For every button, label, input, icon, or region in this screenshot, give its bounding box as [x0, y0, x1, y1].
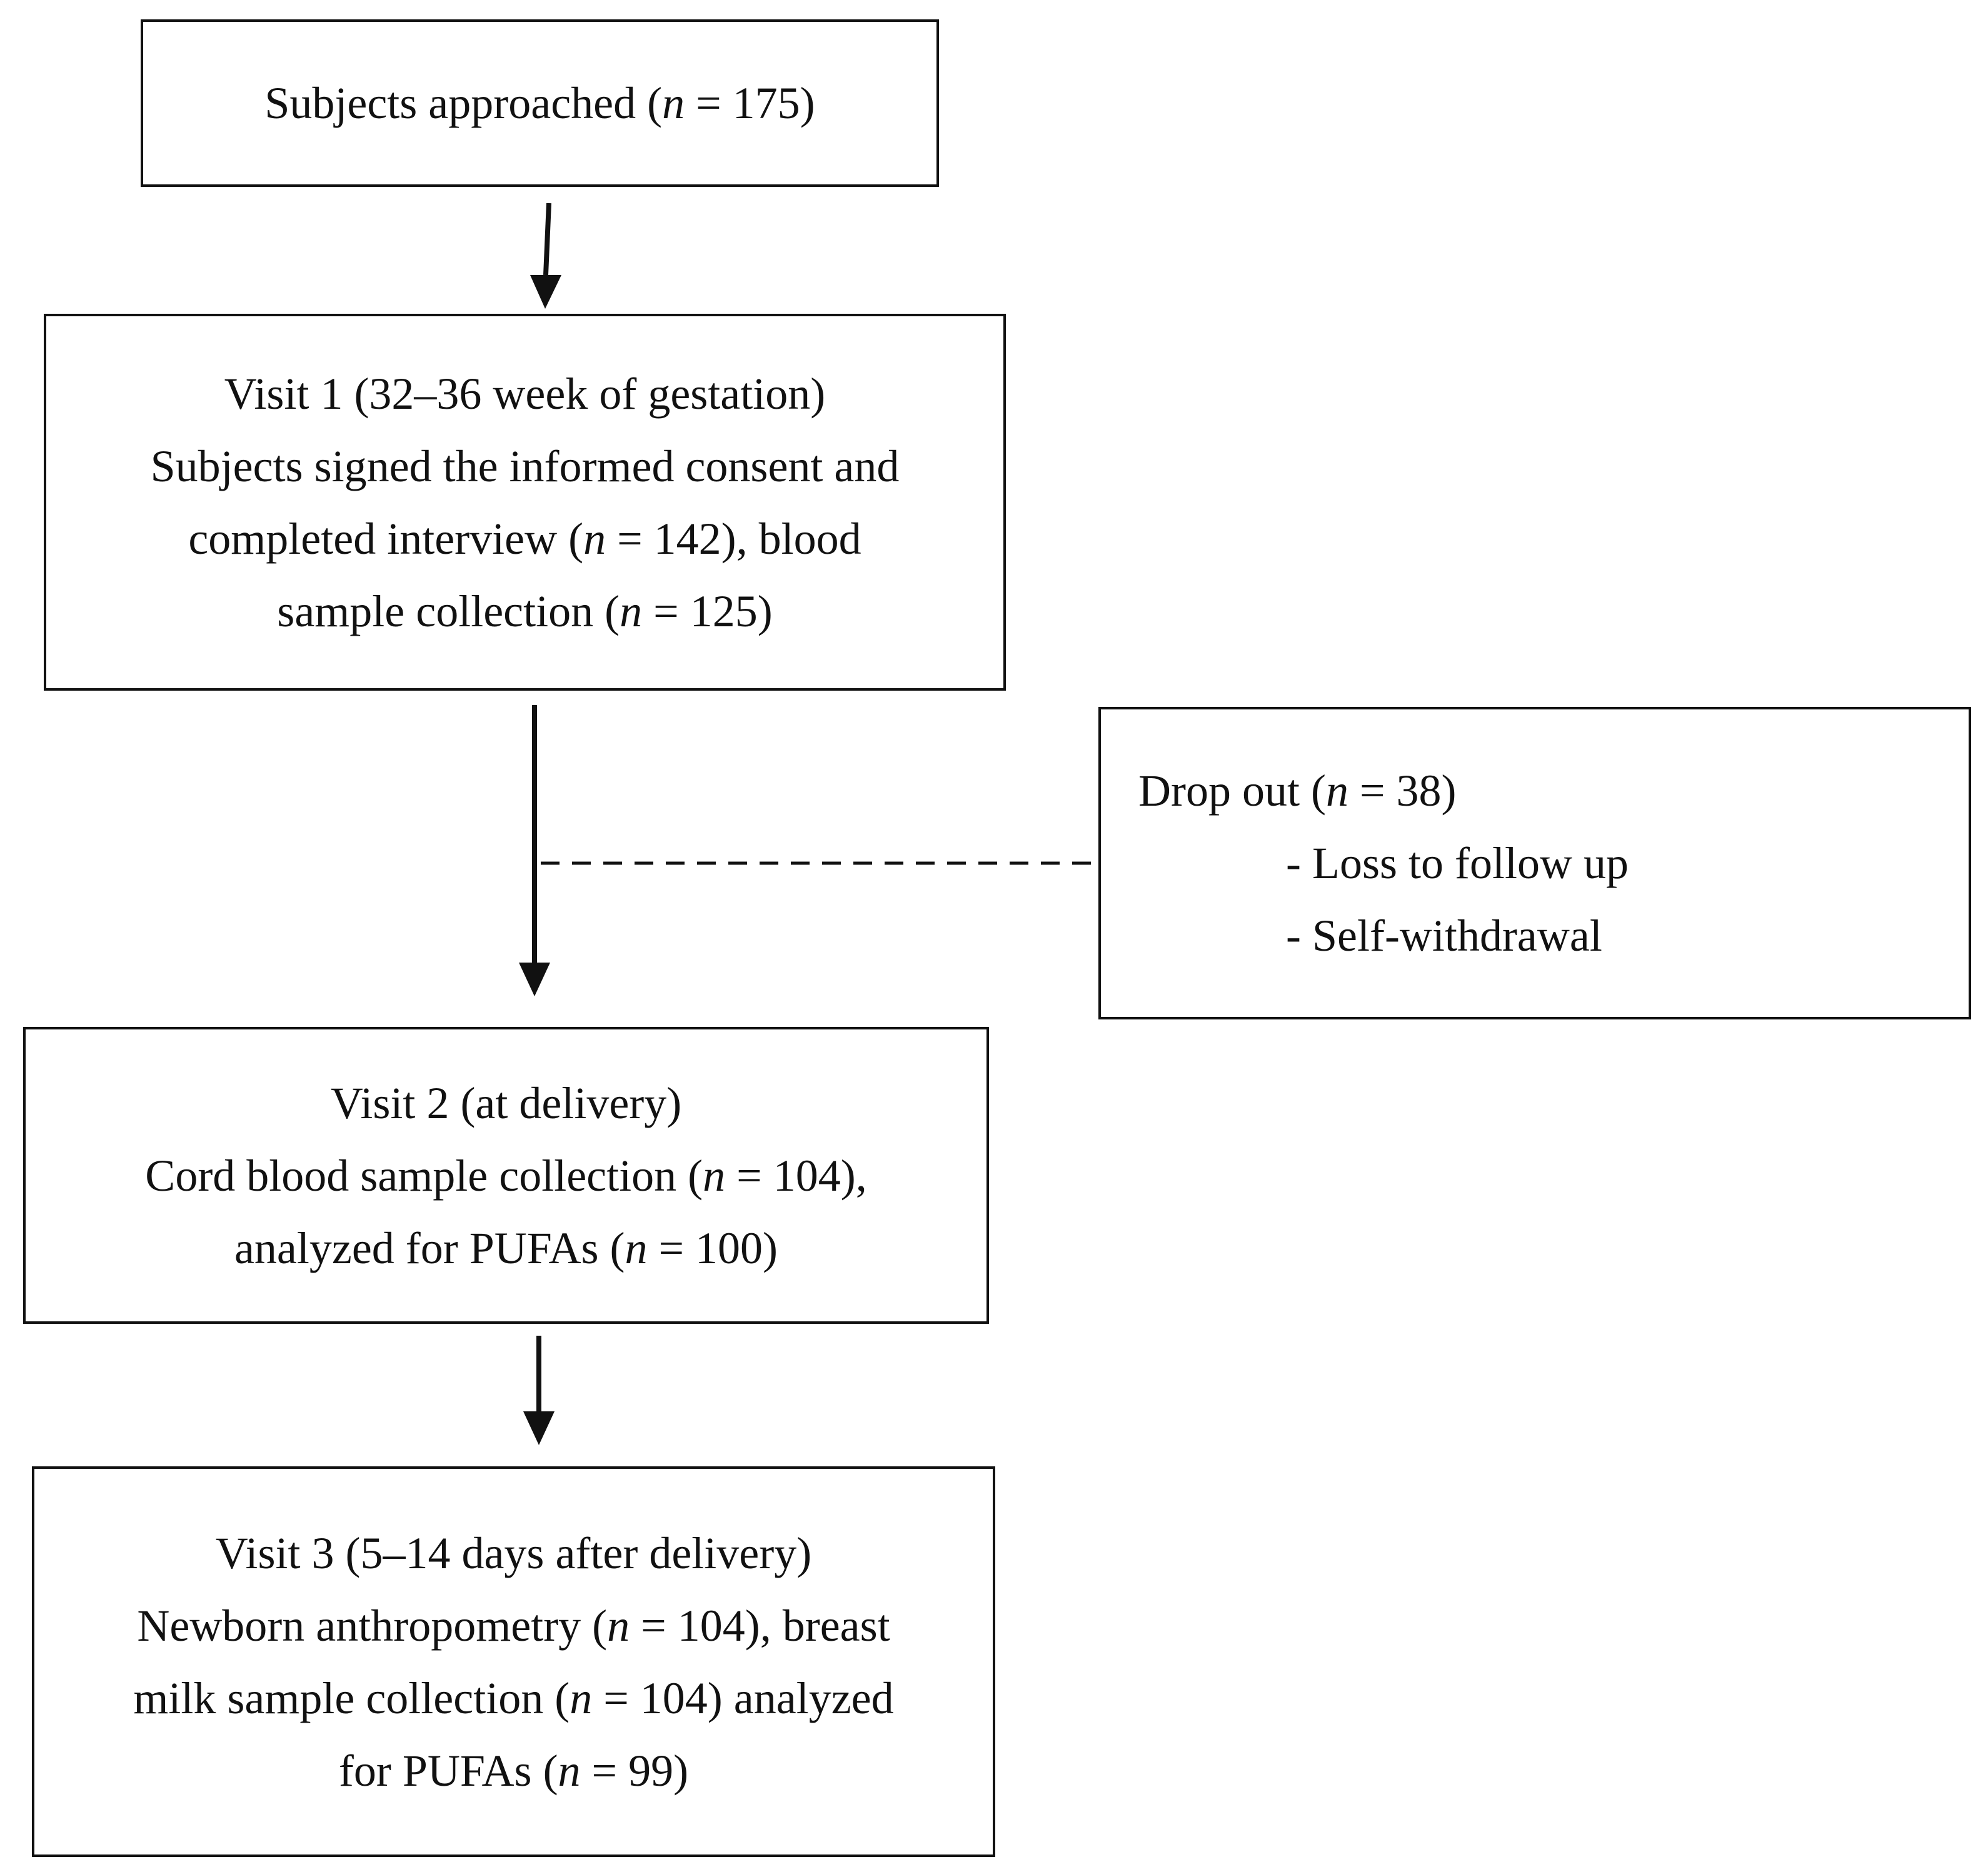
box-visit-3: Visit 3 (5–14 days after delivery) Newbo… — [32, 1466, 995, 1857]
visit3-line-1: Newborn anthropometry (n = 104), breast — [137, 1600, 890, 1651]
visit1-line-2: completed interview (n = 142), blood — [188, 513, 861, 564]
box-subjects-approached: Subjects approached (n = 175) — [141, 19, 939, 187]
visit2-line-0: Visit 2 (at delivery) — [330, 1078, 682, 1128]
visit3-line-2: milk sample collection (n = 104) analyze… — [133, 1673, 894, 1723]
visit2-line-2: analyzed for PUFAs (n = 100) — [234, 1223, 778, 1273]
visit3-line-0: Visit 3 (5–14 days after delivery) — [215, 1528, 812, 1578]
box-visit-1: Visit 1 (32–36 week of gestation) Subjec… — [44, 314, 1006, 691]
visit2-line-1: Cord blood sample collection (n = 104), — [145, 1150, 867, 1201]
arrow-approached-to-visit1 — [543, 203, 551, 276]
box-drop-out: Drop out (n = 38) - Loss to follow up - … — [1098, 707, 1971, 1019]
arrowhead-approached-to-visit1 — [530, 275, 561, 309]
visit1-line-3: sample collection (n = 125) — [277, 586, 773, 636]
dropout-line-0: Drop out (n = 38) — [1138, 766, 1457, 816]
visit3-line-3: for PUFAs (n = 99) — [338, 1745, 689, 1796]
visit1-line-0: Visit 1 (32–36 week of gestation) — [224, 368, 826, 419]
approached-line-0: Subjects approached (n = 175) — [264, 78, 815, 128]
dropout-line-1: - Loss to follow up — [1286, 838, 1629, 888]
arrowhead-visit2-to-visit3 — [523, 1411, 555, 1445]
arrowhead-visit1-to-visit2 — [519, 963, 550, 996]
box-visit-2: Visit 2 (at delivery) Cord blood sample … — [23, 1027, 989, 1324]
dropout-line-2: - Self-withdrawal — [1286, 911, 1602, 961]
visit1-line-1: Subjects signed the informed consent and — [150, 441, 900, 491]
